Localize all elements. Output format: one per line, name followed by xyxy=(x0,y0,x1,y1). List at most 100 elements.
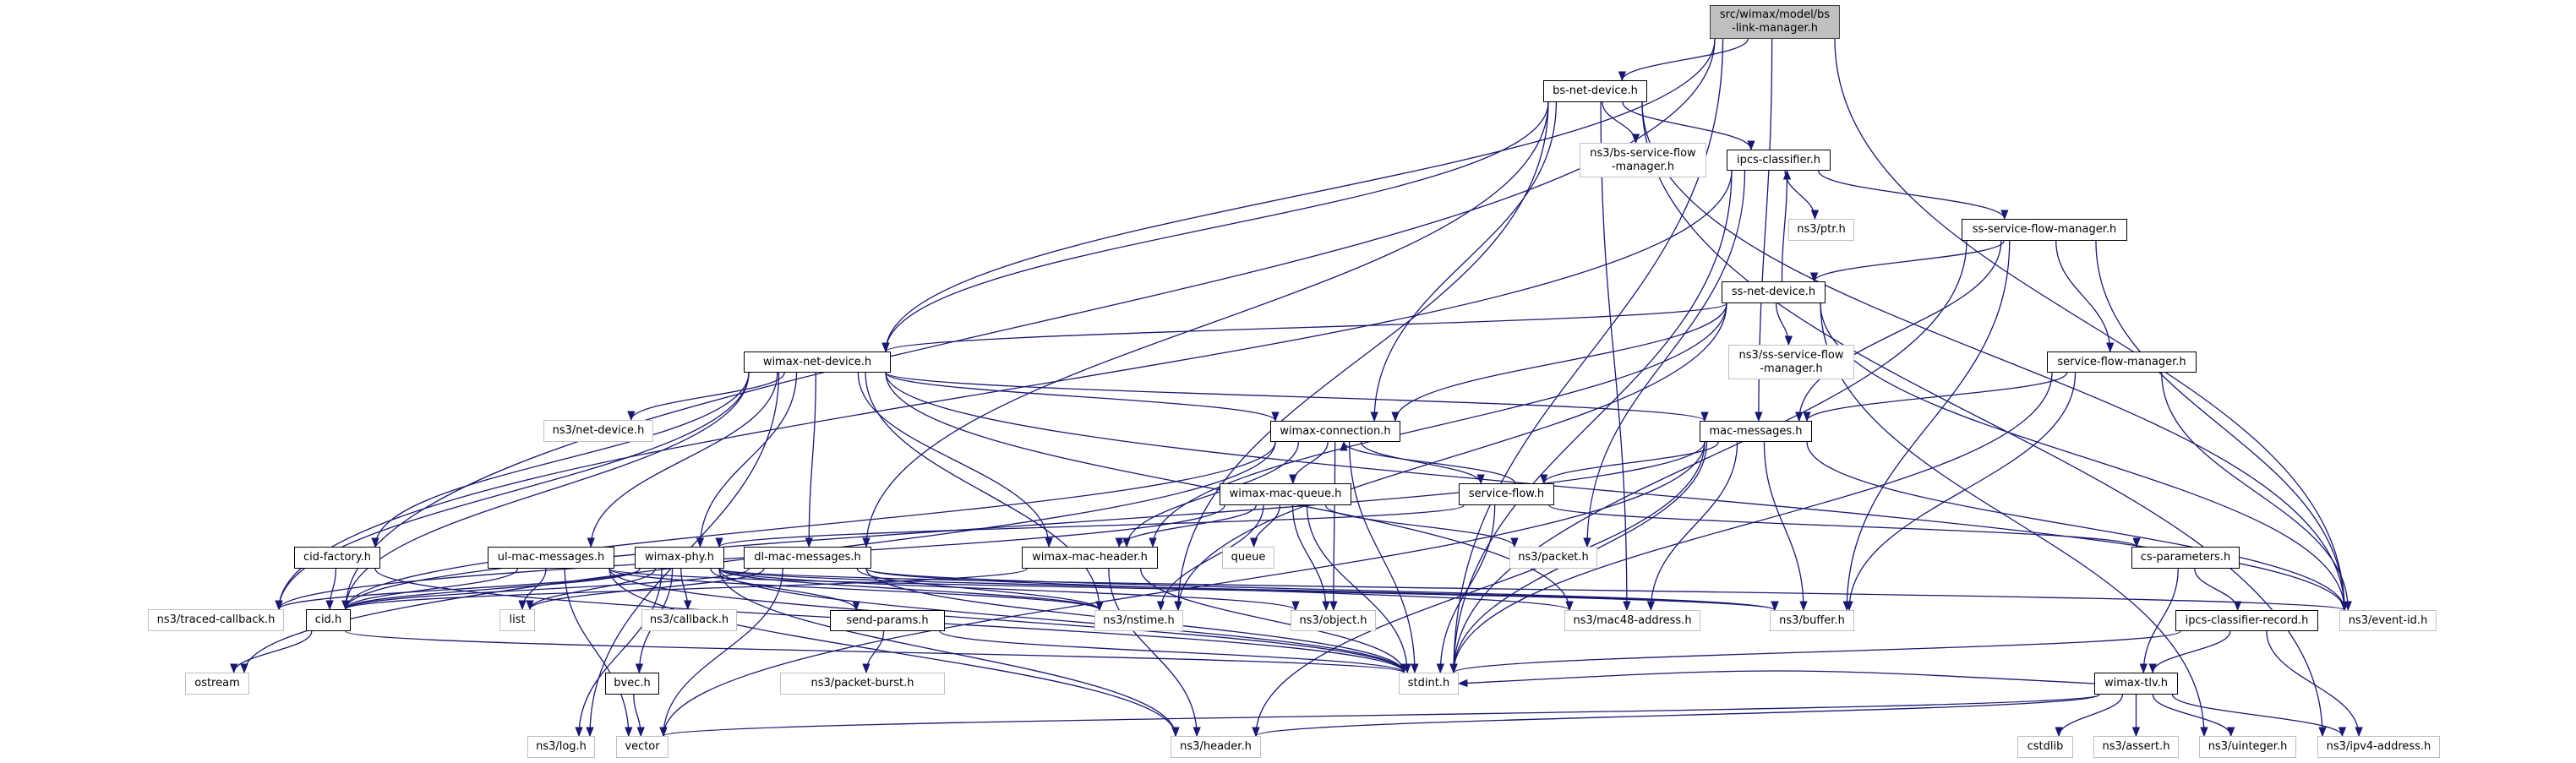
edge-macmsg-to-sf xyxy=(1540,441,1719,485)
graph-node-cid[interactable]: cid.h xyxy=(306,609,351,631)
edge-wphy-to-log xyxy=(575,568,663,738)
graph-node-ssnd[interactable]: ss-net-device.h xyxy=(1722,281,1826,303)
graph-node-cstdlib: cstdlib xyxy=(2017,736,2073,758)
edge-cid-to-ostream xyxy=(230,630,313,674)
edge-wconn-to-sf xyxy=(1360,441,1485,485)
graph-node-stdint: stdint.h xyxy=(1399,673,1459,695)
edge-ipcs-to-packet xyxy=(1583,170,1746,548)
edge-sssfm-to-eventid xyxy=(2095,240,2349,612)
edge-wnd-to-eventid xyxy=(885,372,2349,612)
graph-node-csp[interactable]: cs-parameters.h xyxy=(2131,547,2240,569)
graph-node-macmsg[interactable]: mac-messages.h xyxy=(1700,421,1812,442)
edge-macmsg-to-eventid xyxy=(1806,441,2349,612)
graph-node-nsssfm: ns3/ss-service-flow -manager.h xyxy=(1728,345,1854,379)
edge-sfm-to-eventid xyxy=(2161,372,2352,612)
edge-dlmac-to-cid xyxy=(341,568,750,611)
graph-node-netdev: ns3/net-device.h xyxy=(543,420,653,442)
edge-wtlv-to-cstdlib xyxy=(2055,694,2124,738)
edge-ssnd-to-wconn xyxy=(1391,302,1727,422)
graph-node-wnd[interactable]: wimax-net-device.h xyxy=(744,352,891,373)
graph-node-buffer: ns3/buffer.h xyxy=(1770,610,1854,631)
edge-wconn-to-wmq xyxy=(1289,441,1329,485)
edge-sfm-to-buffer xyxy=(1845,372,2077,612)
edge-sssfm-to-stdint xyxy=(1449,240,1967,674)
graph-node-object: ns3/object.h xyxy=(1291,610,1376,631)
edge-wmh-to-cid xyxy=(341,568,1028,611)
edge-sf-to-wphy xyxy=(715,504,1465,548)
edge-wtlv-to-uinteger xyxy=(2152,694,2235,738)
edge-wphy-to-sendp xyxy=(710,568,860,612)
edge-wconn-to-wmh xyxy=(1122,441,1300,548)
graph-node-sfm[interactable]: service-flow-manager.h xyxy=(2047,352,2197,373)
edge-wmq-to-nstime xyxy=(1156,504,1264,612)
graph-node-sssfm[interactable]: ss-service-flow-manager.h xyxy=(1962,219,2127,241)
edge-bsnd-to-ipcs xyxy=(1622,101,1755,151)
edge-wtlv-to-ipv4 xyxy=(2171,694,2347,738)
edge-wnd-to-dlmac xyxy=(805,372,816,548)
edge-wtlv-to-stdint xyxy=(1457,670,2095,688)
edge-ssnd-to-nsssfm xyxy=(1776,302,1793,346)
edge-sf-to-csp xyxy=(1548,504,2141,548)
edge-wphy-to-cid xyxy=(341,568,641,611)
edge-ssnd-to-ipcs xyxy=(1781,169,1792,282)
edge-wtlv-to-vector xyxy=(660,694,2100,738)
graph-node-uinteger: ns3/uinteger.h xyxy=(2199,736,2296,758)
edge-wnd-to-macmsg xyxy=(885,372,1709,422)
graph-node-header: ns3/header.h xyxy=(1171,736,1261,758)
graph-node-wconn[interactable]: wimax-connection.h xyxy=(1270,421,1400,442)
graph-node-bsnd[interactable]: bs-net-device.h xyxy=(1543,80,1647,102)
graph-node-ulmac[interactable]: ul-mac-messages.h xyxy=(488,547,614,569)
edge-wconn-to-object xyxy=(1329,441,1338,612)
graph-node-wmq[interactable]: wimax-mac-queue.h xyxy=(1220,483,1351,505)
graph-node-wtlv[interactable]: wimax-tlv.h xyxy=(2094,673,2178,695)
graph-node-sf[interactable]: service-flow.h xyxy=(1459,483,1554,505)
edge-macmsg-to-buffer xyxy=(1763,441,1808,612)
graph-node-nstime: ns3/nstime.h xyxy=(1094,610,1183,631)
edge-sssfm-to-ssnd xyxy=(1809,240,2005,283)
graph-node-packet: ns3/packet.h xyxy=(1509,547,1597,569)
edge-icr-to-wtlv xyxy=(2148,630,2231,674)
edge-bslm-to-eventid xyxy=(1834,38,2349,612)
edge-csp-to-icr xyxy=(2194,568,2242,612)
edge-wtlv-to-header xyxy=(1252,694,2100,738)
edge-wnd-to-wmh xyxy=(857,372,1053,548)
edge-macmsg-to-mac48 xyxy=(1646,441,1738,612)
edge-sf-to-wconn xyxy=(1340,440,1516,484)
edge-wmq-to-wmh xyxy=(1115,504,1257,548)
edge-bsnd-to-dlmac xyxy=(862,101,1549,548)
edge-wphy-to-header xyxy=(718,568,1180,738)
graph-node-icr[interactable]: ipcs-classifier-record.h xyxy=(2175,610,2318,631)
edge-bslm-to-cid xyxy=(341,38,1716,611)
edge-cidf-to-cid xyxy=(325,568,337,611)
edge-wmq-to-queue xyxy=(1249,504,1281,548)
edge-ulmac-to-vector xyxy=(564,568,633,738)
graph-node-ipcs[interactable]: ipcs-classifier.h xyxy=(1727,150,1831,171)
edge-wnd-to-wphy xyxy=(696,372,798,548)
edge-wconn-to-cid xyxy=(341,441,1276,611)
edge-ulmac-to-nstime xyxy=(609,568,1104,612)
edge-sfm-to-macmsg xyxy=(1803,372,2068,422)
edge-ulmac-to-list xyxy=(518,568,547,611)
graph-node-sendp[interactable]: send-params.h xyxy=(830,610,945,631)
graph-node-log: ns3/log.h xyxy=(527,736,595,758)
graph-node-wphy[interactable]: wimax-phy.h xyxy=(635,547,724,569)
edge-icr-to-stdint xyxy=(1449,630,2181,674)
graph-node-ostream: ostream xyxy=(185,673,249,695)
edge-macmsg-to-cid xyxy=(341,441,1706,611)
edge-sssfm-to-sfm xyxy=(2055,240,2115,353)
graph-node-wmh[interactable]: wimax-mac-header.h xyxy=(1022,547,1158,569)
edge-wmh-to-header xyxy=(1108,568,1201,738)
graph-node-cidf[interactable]: cid-factory.h xyxy=(294,547,380,569)
edge-sendp-to-stdint xyxy=(939,630,1408,674)
edge-bsnd-to-wnd xyxy=(881,101,1549,353)
graph-node-mac48: ns3/mac48-address.h xyxy=(1564,610,1700,631)
edge-bsnd-to-eventid xyxy=(1641,101,2349,612)
graph-node-bvec[interactable]: bvec.h xyxy=(605,673,659,695)
edge-ssnd-to-nstime xyxy=(1174,302,1727,612)
graph-node-dlmac[interactable]: dl-mac-messages.h xyxy=(744,547,871,569)
graph-node-eventid: ns3/event-id.h xyxy=(2339,610,2437,631)
edge-sssfm-to-buffer xyxy=(1842,240,2011,612)
edge-wmh-to-stdint xyxy=(1140,568,1408,674)
edge-bsnd-to-wconn xyxy=(1370,101,1558,422)
graph-node-ptr: ns3/ptr.h xyxy=(1788,219,1854,241)
